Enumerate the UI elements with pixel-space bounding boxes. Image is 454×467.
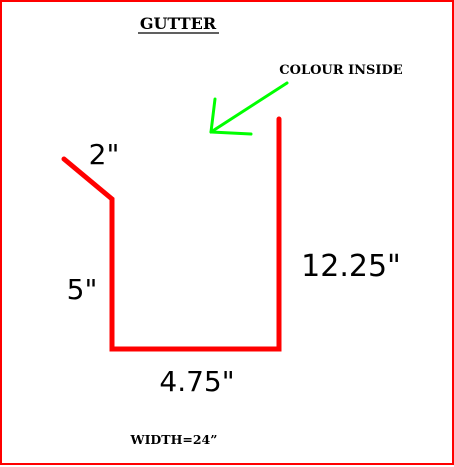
inner-side-dimension: 5" [67, 273, 98, 306]
colour-inside-label: COLOUR INSIDE [279, 63, 403, 78]
width-note: WIDTH=24” [130, 432, 218, 447]
flange-dimension: 2" [89, 138, 120, 171]
bottom-dimension: 4.75" [159, 365, 234, 398]
gutter-profile [61, 116, 282, 352]
colour-inside-arrow [209, 81, 289, 136]
outer-side-dimension: 12.25" [301, 249, 401, 284]
diagram-title: GUTTER [140, 14, 217, 33]
